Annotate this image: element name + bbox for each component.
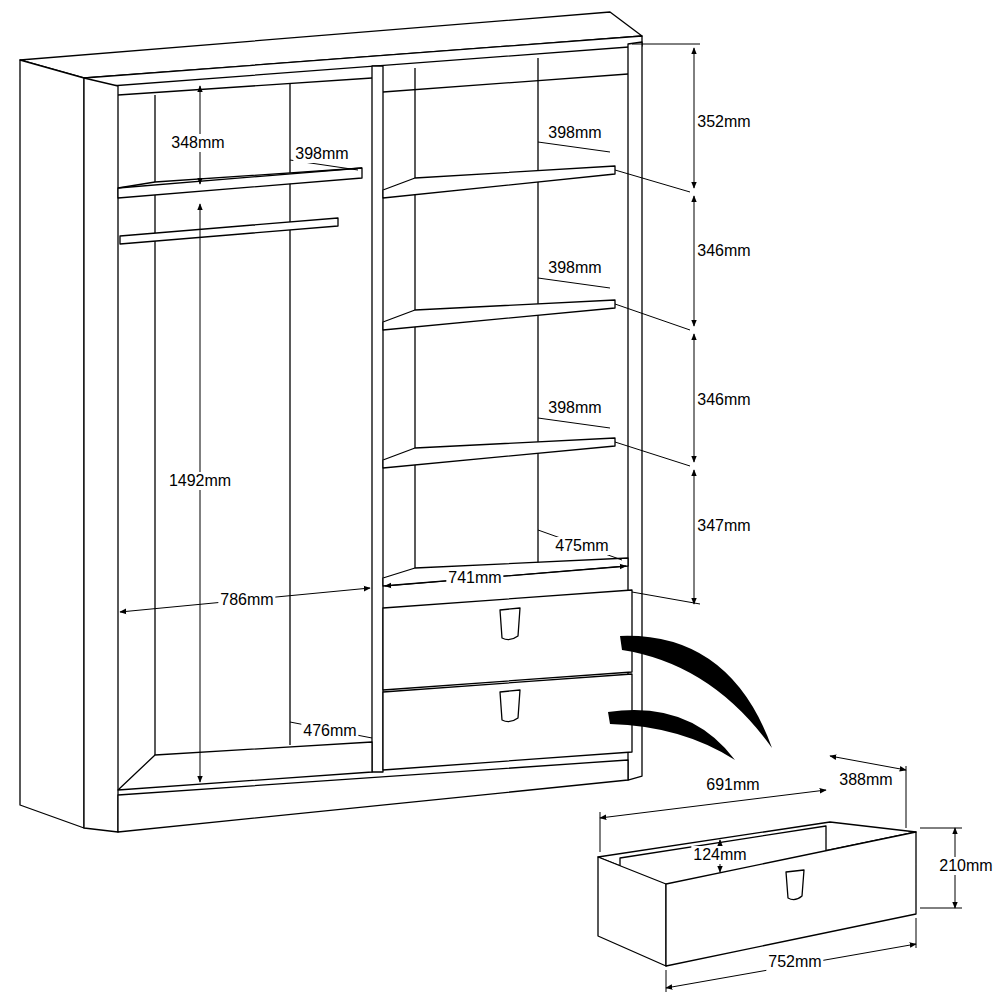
dimension-lines: [120, 44, 962, 992]
dimension-label: 124mm: [691, 846, 748, 864]
dimension-label: 398mm: [546, 259, 603, 277]
dimension-label: 347mm: [695, 517, 752, 535]
dimension-label: 388mm: [837, 771, 894, 789]
dimension-label: 786mm: [218, 591, 275, 609]
dimension-label: 210mm: [937, 857, 994, 875]
wardrobe-body: [20, 12, 642, 832]
drawer-detail: [598, 822, 916, 966]
dimension-label: 1492mm: [167, 472, 233, 490]
dimension-label: 398mm: [293, 145, 350, 163]
dimension-label: 348mm: [169, 134, 226, 152]
dimension-label: 475mm: [553, 537, 610, 555]
dimension-label: 398mm: [546, 124, 603, 142]
dimension-label: 352mm: [695, 113, 752, 131]
dimension-label: 346mm: [695, 391, 752, 409]
dimension-label: 476mm: [301, 722, 358, 740]
dimension-label: 346mm: [695, 242, 752, 260]
dimension-label: 741mm: [446, 569, 503, 587]
dimension-label: 752mm: [766, 953, 823, 971]
dimension-label: 691mm: [704, 776, 761, 794]
dimension-label: 398mm: [546, 399, 603, 417]
curved-arrows: [608, 636, 772, 760]
